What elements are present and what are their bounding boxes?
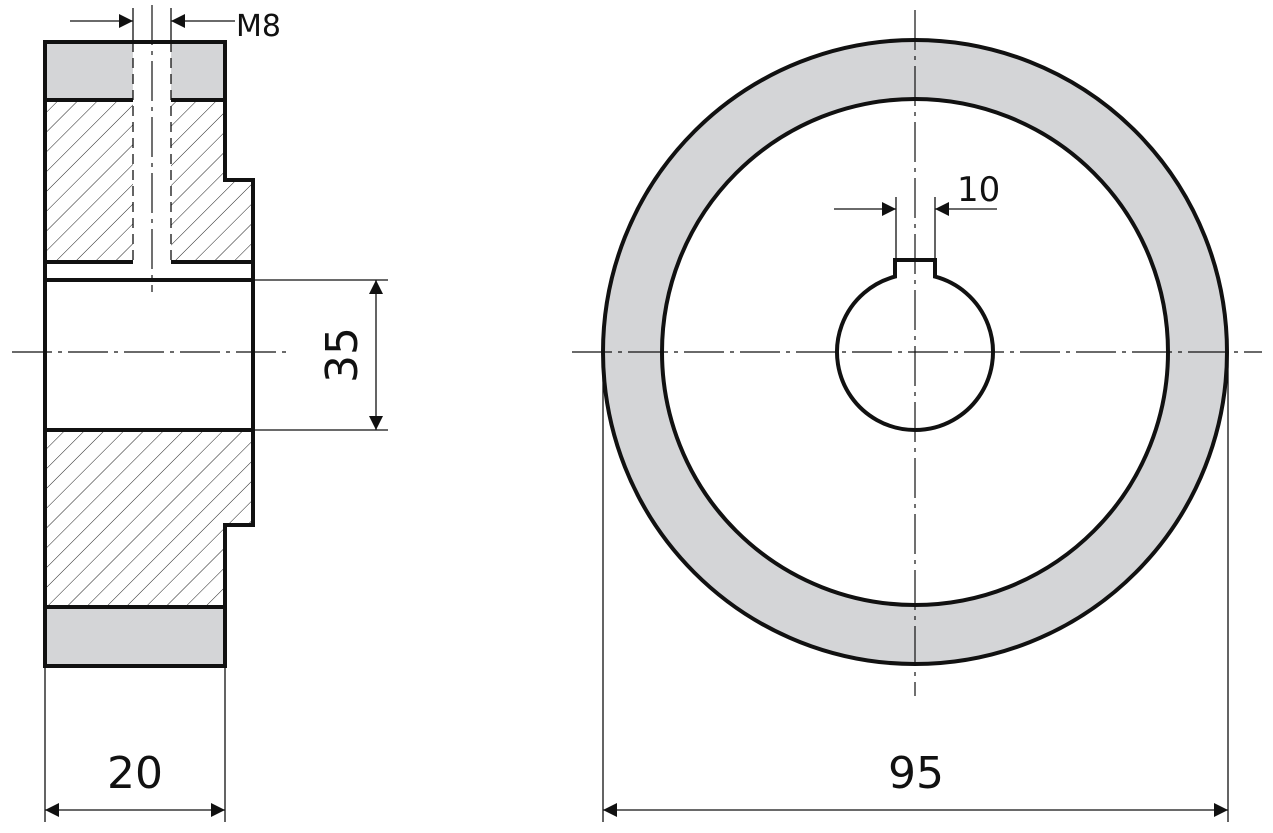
lower-hatched-section bbox=[45, 430, 253, 607]
bore-diameter-label: 35 bbox=[317, 327, 368, 383]
keyway-width-label: 10 bbox=[957, 170, 1000, 210]
bottom-gray-rim bbox=[45, 607, 225, 666]
outer-diameter-label: 95 bbox=[888, 748, 944, 799]
thread-label: M8 bbox=[236, 9, 281, 44]
front-view: 10 95 bbox=[572, 10, 1262, 822]
width-label: 20 bbox=[107, 748, 163, 799]
keyed-bore bbox=[835, 258, 995, 432]
section-outline bbox=[43, 40, 255, 668]
section-view: M8 35 20 bbox=[12, 5, 388, 822]
